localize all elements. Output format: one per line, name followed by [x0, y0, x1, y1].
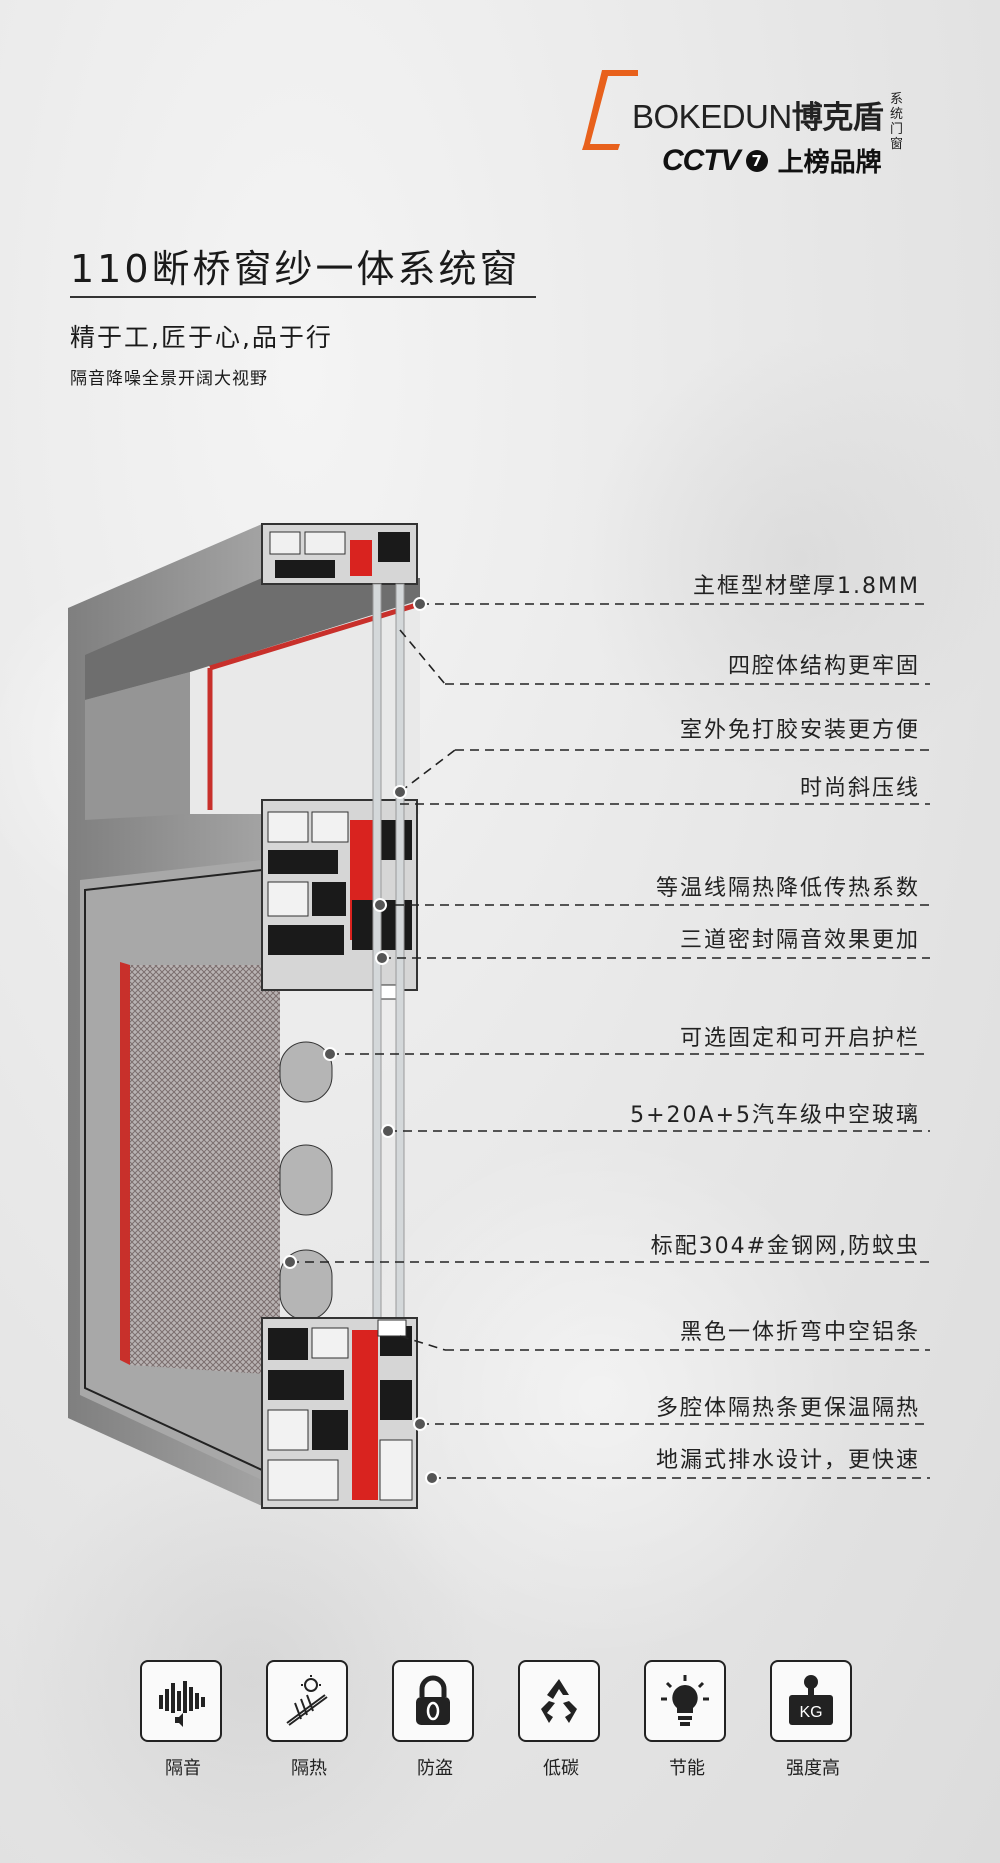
lock-icon	[416, 1675, 450, 1725]
feature-label: 时尚斜压线	[799, 776, 920, 801]
upper-opening	[190, 596, 420, 814]
callout-dots	[283, 597, 439, 1485]
icon-label: 强度高	[786, 1758, 840, 1779]
icon-item: 隔音	[140, 1660, 226, 1780]
icon-label: 低碳	[543, 1758, 579, 1779]
recycle-icon	[541, 1679, 577, 1723]
brand-subtitle: 系统门窗	[890, 92, 904, 152]
cctv-text: 上榜品牌	[777, 148, 882, 178]
icon-item: KG 强度高	[770, 1660, 856, 1780]
feature-label: 三道密封隔音效果更加	[679, 928, 920, 953]
page-title: 110断桥窗纱一体系统窗	[70, 247, 521, 291]
window-cross-section	[68, 523, 930, 1509]
bottom-profile	[261, 1317, 418, 1509]
weight-badge-text: KG	[799, 1704, 822, 1721]
feature-label: 黑色一体折弯中空铝条	[679, 1320, 920, 1345]
feature-label: 地漏式排水设计，更快速	[655, 1448, 920, 1473]
feature-label: 室外免打胶安装更方便	[679, 718, 920, 743]
middle-profile	[261, 799, 418, 1000]
callout-lines	[290, 603, 930, 1479]
top-profile	[261, 523, 418, 585]
mesh-screen	[130, 965, 280, 1375]
feature-icon-row: 隔音 隔热 防盗	[140, 1660, 880, 1820]
feature-label: 5+20A+5汽车级中空玻璃	[630, 1103, 920, 1128]
feature-label: 四腔体结构更牢固	[727, 654, 920, 679]
feature-label: 多腔体隔热条更保温隔热	[655, 1396, 920, 1421]
upper-reveal-left	[85, 672, 190, 820]
glass-pane-inner	[395, 583, 405, 1320]
feature-label: 标配304#金钢网,防蚊虫	[650, 1234, 920, 1259]
upper-reveal-top	[85, 578, 420, 700]
weight-icon: KG	[789, 1675, 833, 1725]
heat-insulation-icon	[286, 1675, 328, 1726]
feature-label: 等温线隔热降低传热系数	[655, 876, 920, 901]
brand-name: BOKEDUN博克盾	[632, 98, 884, 136]
icon-item: 低碳	[518, 1660, 604, 1780]
bulb-icon	[661, 1675, 709, 1726]
cctv-channel: 7	[745, 149, 768, 172]
feature-label: 可选固定和可开启护栏	[679, 1026, 920, 1051]
icon-item: 隔热	[266, 1660, 352, 1780]
brand-mark-icon	[582, 70, 638, 150]
icon-label: 防盗	[417, 1758, 453, 1779]
icon-label: 隔热	[291, 1758, 327, 1779]
icon-label: 隔音	[165, 1758, 201, 1779]
slogan: 精于工,匠于心,品于行	[70, 323, 333, 352]
cctv-logo: CCTV	[662, 143, 741, 177]
icon-item: 节能	[644, 1660, 730, 1780]
feature-label: 主框型材壁厚1.8MM	[693, 574, 920, 599]
description: 隔音降噪全景开阔大视野	[70, 369, 268, 389]
sound-insulation-icon	[159, 1681, 205, 1727]
icon-item: 防盗	[392, 1660, 478, 1780]
icon-label: 节能	[669, 1758, 705, 1779]
title-divider	[70, 296, 536, 298]
